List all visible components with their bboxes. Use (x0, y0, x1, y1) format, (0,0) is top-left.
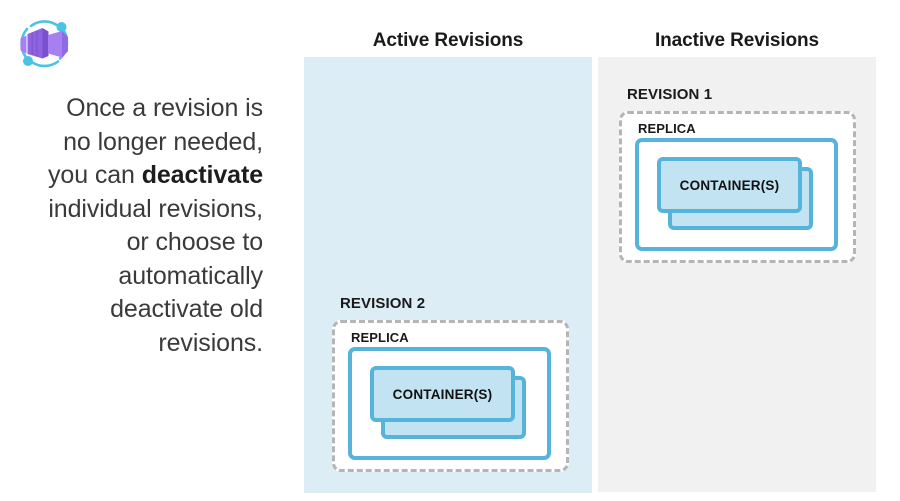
intro-line-7: deactivate old (110, 295, 263, 323)
revision-2-replica-label: REPLICA (351, 330, 409, 345)
revision-1-container-front: CONTAINER(S) (657, 157, 802, 213)
intro-line-8: revisions. (158, 328, 263, 357)
revision-2-container-front: CONTAINER(S) (370, 366, 515, 422)
inactive-revisions-heading: Inactive Revisions (655, 30, 819, 51)
intro-line-3-prefix: you can (47, 161, 142, 189)
revision-1-replica-label: REPLICA (638, 121, 696, 136)
intro-line-5: or choose to (126, 228, 263, 256)
azure-container-apps-logo-icon (13, 13, 75, 75)
active-revisions-heading: Active Revisions (372, 30, 524, 51)
revision-1-container-label: CONTAINER(S) (679, 177, 780, 193)
intro-line-6: automatically (118, 261, 263, 290)
revision-1-label: REVISION 1 (627, 86, 713, 103)
intro-paragraph: Once a revision is no longer needed, you… (8, 92, 263, 360)
revision-2-container-label: CONTAINER(S) (392, 386, 493, 402)
intro-emphasis-deactivate: deactivate (141, 161, 263, 189)
intro-line-1: Once a revision is (66, 94, 263, 122)
intro-line-2: no longer needed, (63, 127, 263, 156)
revision-2-label: REVISION 2 (340, 295, 426, 312)
intro-line-4: individual revisions, (48, 194, 263, 223)
